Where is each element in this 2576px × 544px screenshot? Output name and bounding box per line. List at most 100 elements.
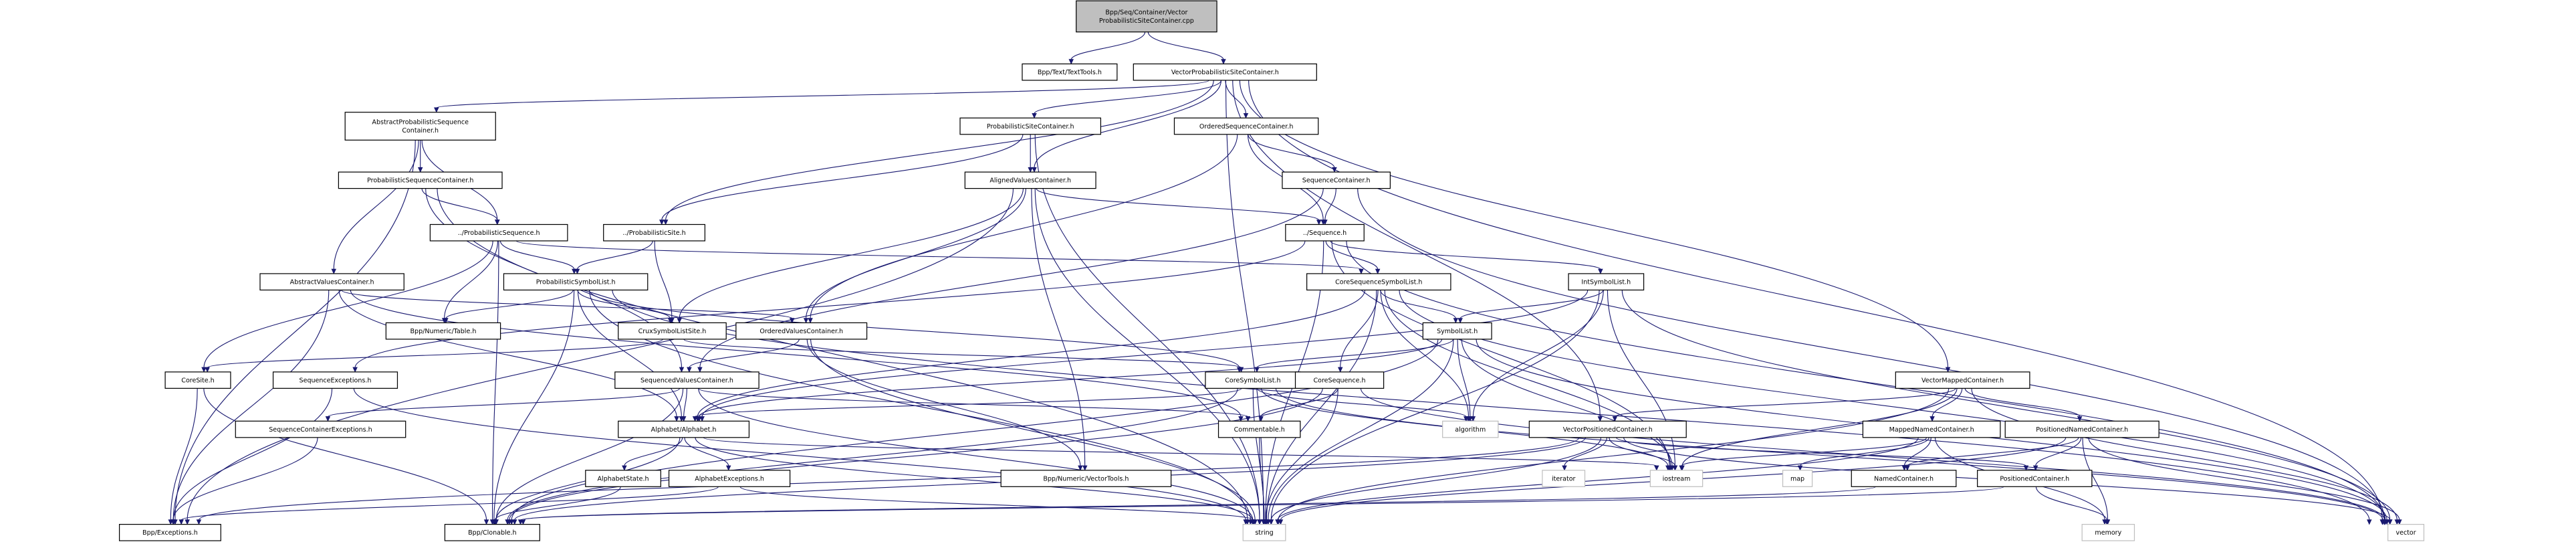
edge-root-to-texttools [1070,31,1146,60]
node-memory[interactable]: memory [2081,524,2135,541]
edge-osc-to-ovc [810,134,1238,319]
node-probseq[interactable]: ../ProbabilisticSequence.h [429,223,568,242]
node-box [735,322,868,340]
edge-vmc-to-iostream [1681,388,1958,466]
node-box [585,470,661,487]
node-absvc[interactable]: AbstractValuesContainer.h [259,273,404,291]
node-box [503,273,649,291]
arrowhead-symlist-to-iostream [1669,465,1675,471]
edge-root-to-vpsc [1147,31,1224,60]
node-label: AbstractValuesContainer.h [290,278,374,286]
arrowhead-avc-to-vectortools [1082,465,1088,471]
node-probsite[interactable]: ../ProbabilisticSite.h [603,223,705,242]
node-string[interactable]: string [1242,524,1286,541]
arrowhead-avc-to-string [1257,519,1262,525]
node-cssl[interactable]: CoreSequenceSymbolList.h [1306,273,1451,291]
node-seqexc[interactable]: SequenceExceptions.h [272,371,398,389]
node-pseqc[interactable]: ProbabilisticSequenceContainer.h [338,171,503,189]
edge-probseq-to-psl [499,240,575,270]
node-box [385,322,501,340]
arrowhead-pnc-to-vector [2397,519,2402,525]
node-label: SequencedValuesContainer.h [640,377,733,384]
node-alphstate[interactable]: AlphabetState.h [585,470,661,487]
node-avc[interactable]: AlignedValuesContainer.h [964,171,1096,189]
node-pnc[interactable]: PositionedNamedContainer.h [2004,420,2159,438]
edge-symlist-to-csl [1256,339,1454,369]
edge-absvc-to-alphabet [338,290,677,417]
node-symlist[interactable]: SymbolList.h [1422,322,1492,340]
arrowhead-avc-to-exceptions [185,519,190,525]
node-sequence[interactable]: ../Sequence.h [1285,223,1365,242]
node-ovc[interactable]: OrderedValuesContainer.h [735,322,868,340]
node-box [2081,524,2135,541]
node-root[interactable]: Bpp/Seq/Container/VectorProbabilisticSit… [1076,0,1217,33]
node-label: SequenceContainer.h [1302,177,1371,185]
node-coreseq[interactable]: CoreSequence.h [1294,371,1385,389]
node-crux[interactable]: CruxSymbolListSite.h [618,322,727,340]
node-vpc[interactable]: VectorPositionedContainer.h [1528,420,1687,438]
node-alphabet[interactable]: Alphabet/Alphabet.h [618,420,750,438]
arrowhead-posc-to-memory [2104,519,2109,525]
node-coresite[interactable]: CoreSite.h [164,371,231,389]
node-label: PositionedNamedContainer.h [2036,426,2128,434]
arrowhead-csl-to-algorithm [1463,416,1469,422]
edge-csl-to-alphabet [695,387,1242,418]
arrowhead-osc-to-ovc [808,318,813,324]
node-label: Bpp/Numeric/VectorTools.h [1043,475,1129,482]
arrowhead-alphstate-to-clonable [492,519,498,525]
edge-seqexc-to-string [353,388,1246,521]
arrowhead-isl-to-alphabet [699,416,705,422]
node-label: AlignedValuesContainer.h [989,177,1071,185]
node-isl[interactable]: IntSymbolList.h [1568,273,1645,291]
nodes-layer: Bpp/Seq/Container/VectorProbabilisticSit… [118,0,2425,541]
node-exceptions[interactable]: Bpp/Exceptions.h [118,524,221,541]
node-mnc[interactable]: MappedNamedContainer.h [1862,420,2001,438]
node-posc[interactable]: PositionedContainer.h [1977,470,2093,487]
node-label: iostream [1663,475,1691,482]
edge-vmc-to-vpc [1614,387,1956,418]
node-label: ProbabilisticSequenceContainer.h [367,177,473,185]
node-texttools[interactable]: Bpp/Text/TextTools.h [1022,63,1118,81]
edge-mnc-to-namedc [1903,437,1931,466]
arrowhead-sequence-to-isl [1598,268,1603,274]
node-iterator[interactable]: iterator [1542,470,1586,487]
node-vectortools[interactable]: Bpp/Numeric/VectorTools.h [1000,470,1172,487]
node-seqc[interactable]: SequenceContainer.h [1282,171,1391,189]
edge-isl-to-symlist [1459,290,1604,319]
node-osc[interactable]: OrderedSequenceContainer.h [1173,117,1319,135]
node-iostream[interactable]: iostream [1649,470,1704,487]
arrowhead-alphabet-to-alphstate [622,465,627,471]
edge-seqc-to-vector [1357,188,2385,521]
node-box [164,371,231,389]
edge-cssl-to-string [1266,290,1377,521]
node-algorithm[interactable]: algorithm [1442,420,1499,438]
arrowhead-posc-to-clonable [520,519,526,525]
node-map[interactable]: map [1782,470,1813,487]
edge-symlist-to-string [1268,339,1454,521]
node-vmc[interactable]: VectorMappedContainer.h [1895,371,2030,389]
node-svc[interactable]: SequencedValuesContainer.h [614,371,759,389]
node-box [2004,420,2159,438]
arrowhead-psl-to-vector [2367,519,2372,525]
edge-svc-to-commentable [698,387,1249,418]
edge-mnc-to-map [1799,437,1929,466]
node-commentable[interactable]: Commentable.h [1217,420,1301,438]
edge-commentable-to-string [1259,437,1265,521]
edge-probsite-to-crux [654,240,673,319]
edge-probseq-to-table [444,240,499,319]
node-psitec[interactable]: ProbabilisticSiteContainer.h [959,117,1102,135]
node-vpsc[interactable]: VectorProbabilisticSiteContainer.h [1133,63,1317,81]
node-csl[interactable]: CoreSymbolList.h [1205,371,1301,389]
arrowhead-csl-to-alphabet [692,416,698,422]
node-clonable[interactable]: Bpp/Clonable.h [444,524,540,541]
node-table[interactable]: Bpp/Numeric/Table.h [385,322,501,340]
node-alphexc[interactable]: AlphabetExceptions.h [668,470,791,487]
edge-coreseq-to-vector [1360,388,2385,521]
edge-vpc-to-iterator [1564,437,1607,466]
arrowhead-symlist-to-csl [1254,367,1260,373]
node-sce[interactable]: SequenceContainerExceptions.h [235,420,406,438]
node-psl[interactable]: ProbabilisticSymbolList.h [503,273,649,291]
node-namedc[interactable]: NamedContainer.h [1851,470,1957,487]
node-vector[interactable]: vector [2387,524,2425,541]
